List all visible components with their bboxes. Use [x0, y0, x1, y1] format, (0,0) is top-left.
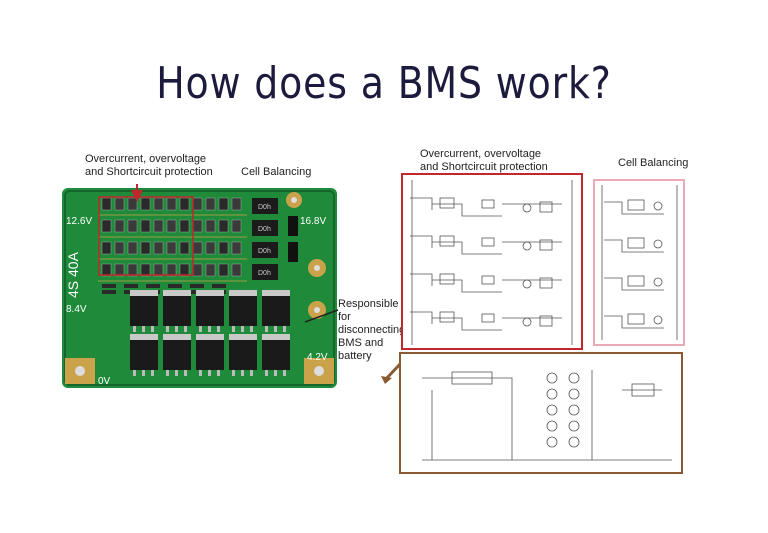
balancing-circuit-box [593, 179, 685, 346]
svg-text:D0h: D0h [258, 204, 271, 211]
page-title: How does a BMS work? [156, 58, 612, 109]
silk-4v2: 4.2V [307, 352, 328, 363]
smd-components [98, 197, 247, 294]
schematic-balancing-label: Cell Balancing [618, 157, 689, 169]
pcb-disconnect-label: Responsible for disconnecting BMS and ba… [338, 298, 406, 362]
switch-circuit-box [399, 352, 683, 474]
silk-16v8: 16.8V [300, 216, 326, 227]
svg-text:D0h: D0h [258, 226, 271, 233]
pcb-balancing-label: Cell Balancing [241, 166, 312, 178]
svg-text:D0h: D0h [258, 270, 271, 277]
pcb-protection-label: Overcurrent, overvoltage and Shortcircui… [85, 153, 213, 178]
schematic-protection-label: Overcurrent, overvoltage and Shortcircui… [420, 148, 548, 173]
schematic-wiring [410, 180, 678, 461]
silk-model: 4S 40A [65, 251, 81, 298]
balance-resistors: D0h D0h D0h D0h [252, 198, 298, 280]
bms-pcb-photo: D0h D0h D0h D0h 12.6V 16.8V 8.4V 4.2V 0V… [62, 188, 337, 388]
bms-schematic [399, 173, 685, 474]
silk-8v4: 8.4V [66, 304, 87, 315]
svg-text:D0h: D0h [258, 248, 271, 255]
silk-12v6: 12.6V [66, 216, 92, 227]
silk-0v: 0V [98, 376, 111, 387]
pcb-pads [65, 192, 334, 384]
mosfet-array [130, 290, 290, 376]
pcb-protection-highlight [98, 196, 194, 276]
